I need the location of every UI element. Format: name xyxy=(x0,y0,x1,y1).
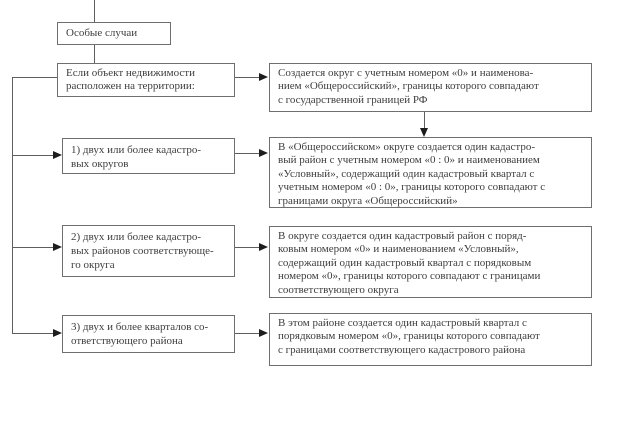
branch-3-line xyxy=(12,333,54,334)
result-1-box: В «Общероссийском» округе создается один… xyxy=(269,137,592,208)
branch-1-line xyxy=(12,155,54,156)
left-trunk-vertical-line xyxy=(12,77,13,334)
connector-start-condition-line xyxy=(94,45,95,63)
result-down-arrowhead-icon xyxy=(420,128,428,137)
branch-1-arrowhead-icon xyxy=(53,151,62,159)
case-3-result-line xyxy=(235,333,259,334)
condition-result-line xyxy=(235,77,259,78)
root-result-box: Создается округ с учетным номером «0» и … xyxy=(269,63,592,112)
start-box: Особые случаи xyxy=(57,22,171,45)
case-2-box: 2) двух или более кадастро- вых районов … xyxy=(62,225,235,277)
branch-2-arrowhead-icon xyxy=(53,243,62,251)
connector-top-line xyxy=(94,0,95,22)
case-3-box: 3) двух и более кварталов со- ответствую… xyxy=(62,315,235,353)
condition-box: Если объект недвижимости расположен на т… xyxy=(57,63,235,97)
branch-2-line xyxy=(12,247,54,248)
case-1-box: 1) двух или более кадастро- вых округов xyxy=(62,138,235,174)
case-3-result-arrowhead-icon xyxy=(259,329,268,337)
result-3-box: В этом районе создается один кадастровый… xyxy=(269,313,592,366)
left-trunk-horizontal-line xyxy=(12,77,57,78)
result-down-line xyxy=(424,112,425,128)
result-2-box: В округе создается один кадастровый райо… xyxy=(269,226,592,298)
case-2-result-arrowhead-icon xyxy=(259,243,268,251)
condition-result-arrowhead-icon xyxy=(259,73,268,81)
case-1-result-arrowhead-icon xyxy=(259,149,268,157)
branch-3-arrowhead-icon xyxy=(53,329,62,337)
case-2-result-line xyxy=(235,247,259,248)
case-1-result-line xyxy=(235,153,259,154)
